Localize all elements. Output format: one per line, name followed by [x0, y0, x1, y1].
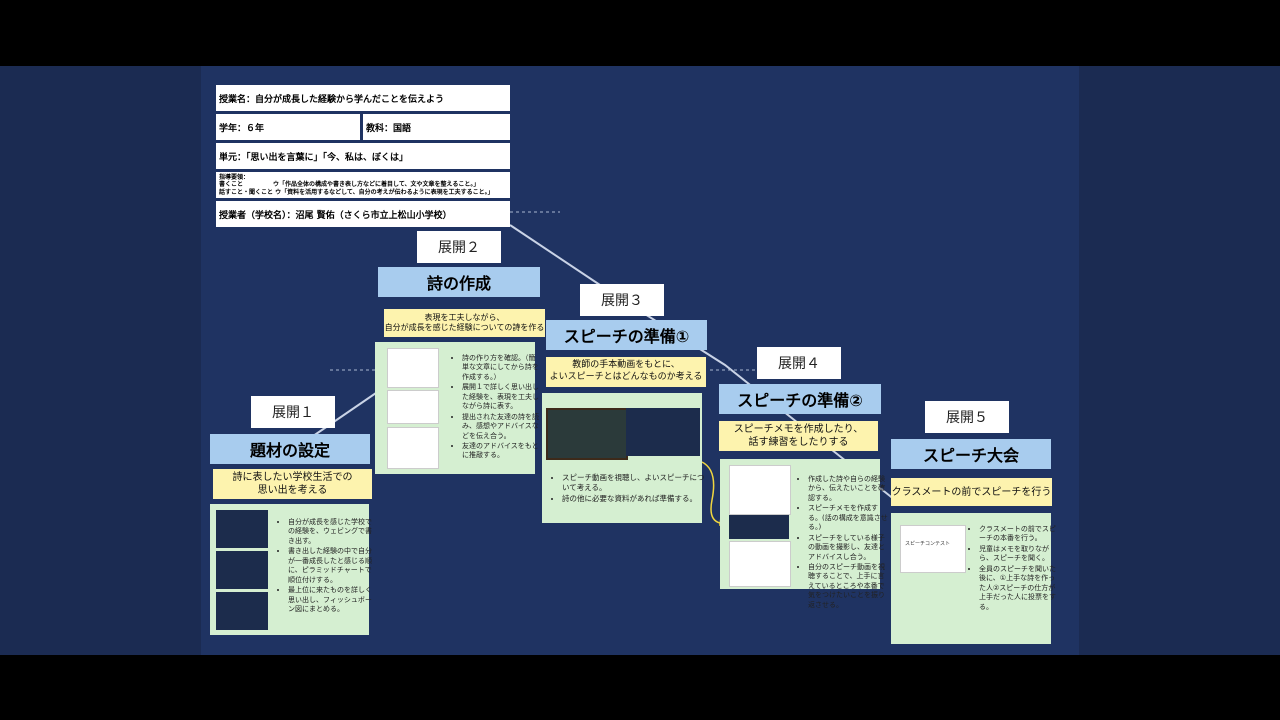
grade: 学年：６年 [216, 114, 360, 140]
advice-notes-image [729, 541, 791, 587]
goal-line: 話す練習をしたりする [748, 437, 849, 448]
step2-bullet: 展開１で詳しく思い出した経験を、表現を工夫しながら詩に表す。 [462, 383, 542, 411]
step3-bullet: 詩の他に必要な資料があれば準備する。 [562, 494, 707, 504]
step2-title: 詩の作成 [378, 267, 540, 297]
speech-memo-image [729, 465, 791, 515]
step5-goal: クラスメートの前でスピーチを行う [891, 478, 1052, 506]
step4-card: 作成した詩や自らの経験から、伝えたいことを確認する。 スピーチメモを作成する。(… [720, 459, 888, 609]
goal-line: スピーチメモを作成したり、 [733, 424, 864, 435]
step1-bullet: 書き出した経験の中で自分が一番成長したと感じる順に、ピラミッドチャートで順位付け… [288, 547, 374, 585]
step4-bullet: 自分のスピーチ動画を視聴することで、上手に言えているところや本番で気をつけたいこ… [808, 563, 888, 610]
teacher: 授業者（学校名）：沼尾 賢佑（さくら市立上松山小学校） [216, 201, 510, 227]
goal-line: 自分が成長を感じた経験についての詩を作る [384, 323, 545, 332]
step1-goal: 詩に表したい学校生活での 思い出を考える [213, 469, 372, 499]
goal-line: クラスメートの前でスピーチを行う [891, 486, 1052, 498]
goal-line: 詩に表したい学校生活での [232, 472, 353, 483]
step2-bullet: 詩の作り方を確認。（簡単な文章にしてから詩を作成する。） [462, 354, 542, 382]
pyramid-chart-image [216, 551, 268, 589]
step3-title: スピーチの準備① [546, 320, 707, 350]
guidance-line: 書くこと ウ「作品全体の構成や書き表し方などに着目して、文や文章を整えること。」 [219, 181, 480, 189]
step1-card: 自分が成長を感じた学校での経験を、ウェビングで書き出す。 書き出した経験の中で自… [210, 504, 372, 635]
step1-title: 題材の設定 [210, 434, 370, 464]
video-grid-image [729, 515, 789, 539]
mind-map-image [626, 408, 700, 456]
step2-goal: 表現を工夫しながら、 自分が成長を感じた経験についての詩を作る [384, 309, 545, 337]
step5-card: スピーチコンテスト クラスメートの前でスピーチの本番を行う。 児童はメモを取りな… [891, 513, 1056, 644]
guidance-line: 話すこと・聞くこと ウ「資料を活用するなどして、自分の考えが伝わるように表現を工… [219, 188, 494, 196]
goal-line: 教師の手本動画をもとに、 [572, 360, 680, 371]
goal-line: 思い出を考える [257, 485, 328, 496]
poem-comments-image [387, 427, 439, 469]
step5-label: 展開５ [925, 401, 1009, 433]
step4-bullet: スピーチをしている様子の動画を撮影し、友達とアドバイスし合う。 [808, 534, 888, 562]
lesson-title: 授業名：自分が成長した経験から学んだことを伝えよう [216, 85, 510, 111]
poem-sheet-image [387, 348, 439, 388]
goal-line: よいスピーチとはどんなものか考える [549, 372, 703, 382]
step1-bullet: 自分が成長を感じた学校での経験を、ウェビングで書き出す。 [288, 518, 374, 546]
step3-bullet: スピーチ動画を視聴し、よいスピーチについて考える。 [562, 473, 707, 493]
guidance-line: 指導要領： [219, 173, 250, 181]
step1-bullet: 最上位に来たものを詳しく思い出し、フィッシュボーン図にまとめる。 [288, 586, 374, 614]
step3-card: スピーチ動画を視聴し、よいスピーチについて考える。 詩の他に必要な資料があれば準… [542, 393, 705, 523]
fishbone-image [216, 592, 268, 630]
step5-bullet: 全員のスピーチを聞いた後に、①上手な詩を作った人②スピーチの仕方が上手だった人に… [979, 565, 1057, 612]
step1-label: 展開１ [251, 396, 335, 428]
step4-label: 展開４ [757, 347, 841, 379]
unit: 単元：「思い出を言葉に」「今、私は、ぼくは」 [216, 143, 510, 169]
step4-bullet: スピーチメモを作成する。(話の構成を意識させる。) [808, 504, 888, 532]
step2-label: 展開２ [417, 231, 501, 263]
subject: 教科：国語 [363, 114, 510, 140]
step5-title: スピーチ大会 [891, 439, 1051, 469]
poem-draft-image [387, 390, 439, 424]
step2-bullet: 友達のアドバイスをもとに推敲する。 [462, 442, 542, 461]
step2-card: 詩の作り方を確認。（簡単な文章にしてから詩を作成する。） 展開１で詳しく思い出し… [375, 342, 539, 474]
webbing-image [216, 510, 268, 548]
goal-line: 表現を工夫しながら、 [424, 312, 505, 322]
step5-bullet: クラスメートの前でスピーチの本番を行う。 [979, 525, 1057, 544]
guidance: 指導要領： 書くこと ウ「作品全体の構成や書き表し方などに着目して、文や文章を整… [216, 172, 510, 198]
step4-bullet: 作成した詩や自らの経験から、伝えたいことを確認する。 [808, 475, 888, 503]
contest-card-text: スピーチコンテスト [905, 541, 951, 547]
step3-label: 展開３ [580, 284, 664, 316]
speech-contest-image: スピーチコンテスト [900, 525, 966, 573]
step2-bullet: 提出された友達の詩を読み、感想やアドバイスなどを伝え合う。 [462, 413, 542, 441]
chalkboard-image [546, 408, 628, 460]
step4-title: スピーチの準備② [719, 384, 881, 414]
step3-goal: 教師の手本動画をもとに、 よいスピーチとはどんなものか考える [546, 357, 706, 387]
step4-goal: スピーチメモを作成したり、 話す練習をしたりする [719, 421, 878, 451]
step5-bullet: 児童はメモを取りながら、スピーチを聞く。 [979, 545, 1057, 564]
